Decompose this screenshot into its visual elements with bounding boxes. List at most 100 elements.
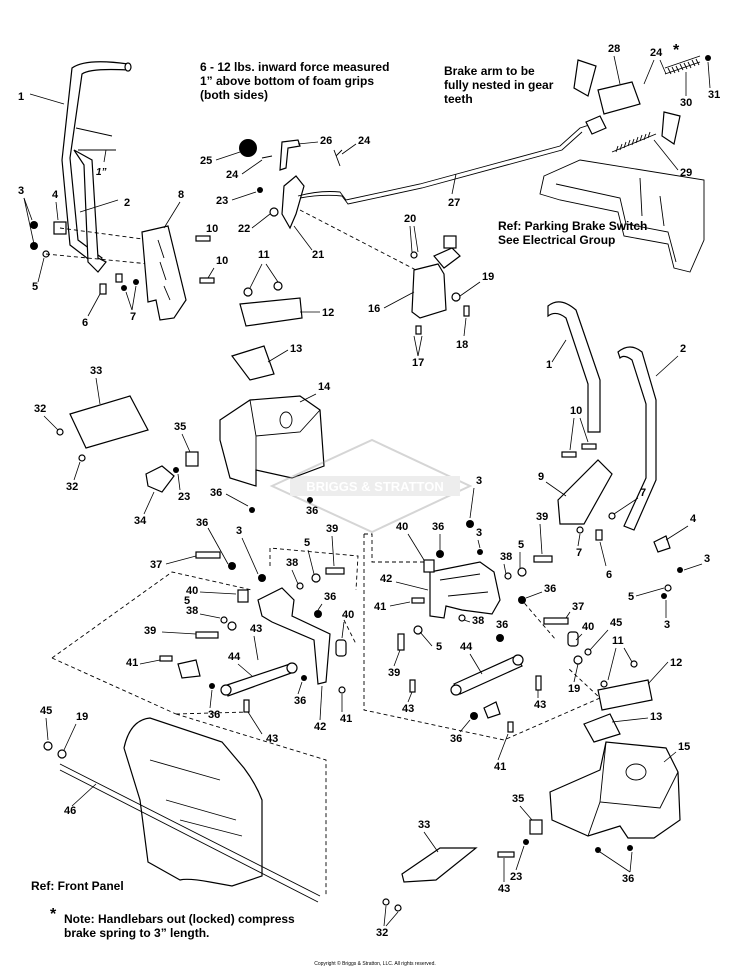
nut-3-right <box>677 567 683 573</box>
brake-arm-28 <box>597 81 641 115</box>
svg-text:19: 19 <box>76 711 88 723</box>
svg-text:36: 36 <box>324 591 336 603</box>
handlebar-1-right <box>547 301 601 433</box>
washer-5-r <box>517 567 527 577</box>
svg-text:22: 22 <box>238 223 250 235</box>
nut-41-l2 <box>338 686 346 694</box>
svg-text:12: 12 <box>670 657 682 669</box>
svg-text:24: 24 <box>358 135 371 147</box>
pin-24b <box>333 149 343 167</box>
bracket-41-l <box>177 659 201 679</box>
svg-text:32: 32 <box>376 927 388 939</box>
svg-text:41: 41 <box>340 713 352 725</box>
clip-13-left <box>231 345 275 381</box>
svg-text:39: 39 <box>388 667 400 679</box>
svg-text:2: 2 <box>680 343 686 355</box>
svg-text:26: 26 <box>320 135 332 147</box>
bracket-9 <box>557 459 613 525</box>
gear-left <box>573 59 597 97</box>
bracket-35-right <box>529 819 543 835</box>
washer-19 <box>451 292 461 302</box>
bolt-43-r2 <box>535 675 542 691</box>
bolt-10b <box>199 277 215 284</box>
nut-3b <box>30 242 38 250</box>
svg-text:41: 41 <box>374 601 386 613</box>
svg-text:39: 39 <box>144 625 156 637</box>
svg-text:40: 40 <box>186 585 198 597</box>
svg-text:24: 24 <box>226 169 239 181</box>
svg-text:35: 35 <box>174 421 186 433</box>
bolt-39-l2 <box>195 631 219 639</box>
screw-32c <box>382 898 390 906</box>
svg-text:19: 19 <box>568 683 580 695</box>
screw-32d <box>394 904 402 912</box>
bracket-8 <box>141 225 187 321</box>
svg-text:36: 36 <box>432 521 444 533</box>
svg-text:43: 43 <box>266 733 278 745</box>
svg-text:33: 33 <box>418 819 430 831</box>
svg-text:21: 21 <box>312 249 324 261</box>
nut-31 <box>705 55 711 61</box>
svg-text:5: 5 <box>304 537 310 549</box>
brake-link <box>585 115 607 135</box>
bolt-11c <box>600 680 608 688</box>
svg-text:30: 30 <box>680 97 692 109</box>
nut-36-l4 <box>301 675 307 681</box>
screw-20 <box>410 251 418 259</box>
svg-text:5: 5 <box>628 591 634 603</box>
svg-text:6: 6 <box>82 317 88 329</box>
bolt-18 <box>463 305 470 317</box>
rod-27 <box>297 123 593 201</box>
callout-labels: 1 2 3 4 5 6 7 8 10 10 11 12 13 14 16 17 … <box>18 43 720 939</box>
svg-text:36: 36 <box>306 505 318 517</box>
svg-text:11: 11 <box>612 635 624 647</box>
svg-text:41: 41 <box>494 761 506 773</box>
svg-text:12: 12 <box>322 307 334 319</box>
svg-text:23: 23 <box>178 491 190 503</box>
svg-text:43: 43 <box>534 699 546 711</box>
spring-29 <box>611 133 657 153</box>
rod-46 <box>59 763 321 903</box>
bolt-43-l <box>243 699 250 713</box>
svg-text:1: 1 <box>18 91 24 103</box>
svg-text:44: 44 <box>460 641 473 653</box>
screw-32a <box>56 428 64 436</box>
bolt-39-r2 <box>397 633 405 651</box>
bolt-43-right <box>497 851 515 858</box>
svg-text:29: 29 <box>680 167 692 179</box>
svg-text:9: 9 <box>538 471 544 483</box>
bolt-17 <box>415 325 422 335</box>
bolt-11d <box>630 660 638 668</box>
svg-text:38: 38 <box>286 557 298 569</box>
bracket-14 <box>219 395 325 487</box>
handlebar-2-left <box>73 149 107 273</box>
svg-text:7: 7 <box>130 311 136 323</box>
bolt-10c <box>561 451 577 458</box>
star-marker: * <box>673 42 680 59</box>
svg-text:46: 46 <box>64 805 76 817</box>
svg-text:38: 38 <box>186 605 198 617</box>
svg-text:3: 3 <box>476 527 482 539</box>
svg-text:36: 36 <box>210 487 222 499</box>
switch-47 <box>443 235 457 249</box>
spacer-22 <box>269 207 279 217</box>
svg-text:3: 3 <box>18 185 24 197</box>
svg-text:45: 45 <box>40 705 52 717</box>
svg-text:40: 40 <box>582 621 594 633</box>
lever-26 <box>279 139 301 171</box>
svg-text:43: 43 <box>498 883 510 895</box>
svg-text:3: 3 <box>704 553 710 565</box>
nut-3 <box>30 221 38 229</box>
handlebar-note: Note: Handlebars out (locked) compress b… <box>64 912 295 940</box>
arm-21 <box>281 175 305 230</box>
svg-text:37: 37 <box>572 601 584 613</box>
svg-text:39: 39 <box>536 511 548 523</box>
svg-text:42: 42 <box>314 721 326 733</box>
bolt-43-r <box>409 679 416 693</box>
svg-text:36: 36 <box>496 619 508 631</box>
svg-text:6: 6 <box>606 569 612 581</box>
nut-36-l2 <box>314 610 322 618</box>
svg-text:17: 17 <box>412 357 424 369</box>
svg-text:14: 14 <box>318 381 331 393</box>
svg-text:16: 16 <box>368 303 380 315</box>
